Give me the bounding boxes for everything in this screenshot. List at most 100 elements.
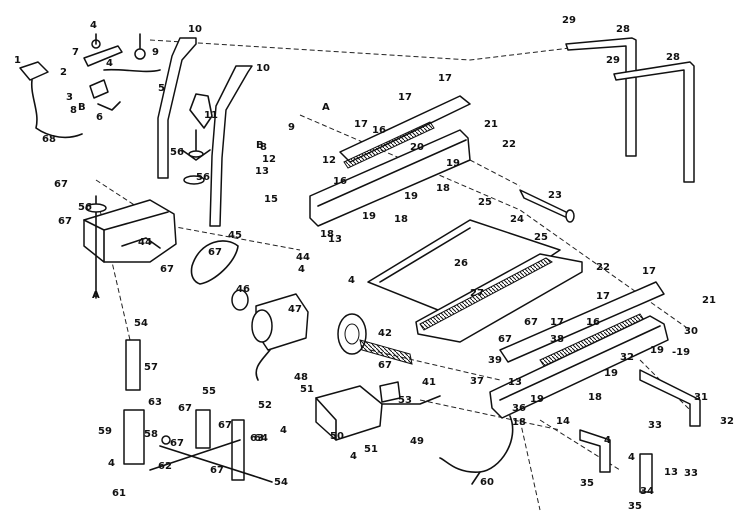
rail-lower [489, 281, 669, 419]
callout-label: 4 [604, 435, 611, 446]
callout-label: 51 [364, 444, 378, 455]
callout-label: 47 [288, 304, 302, 315]
callout-label: 4 [106, 58, 113, 69]
callout-label: 48 [294, 372, 308, 383]
callout-label: 52 [258, 400, 272, 411]
callout-label: 4 [90, 20, 97, 31]
callout-label: B [256, 140, 264, 151]
callout-label: 29 [606, 55, 620, 66]
callout-label: 8 [260, 142, 267, 153]
callout-label: 67 [210, 465, 224, 476]
callout-label: 18 [436, 183, 450, 194]
callout-label: 60 [480, 477, 494, 488]
callout-label: 16 [372, 125, 386, 136]
callout-label: 38 [550, 334, 564, 345]
roller [469, 159, 575, 223]
callout-label: 19 [362, 211, 376, 222]
front-base [123, 339, 273, 483]
callout-label: 4 [350, 451, 357, 462]
callout-label: 23 [548, 190, 562, 201]
callout-label: 33 [684, 468, 698, 479]
callout-label: 18 [588, 392, 602, 403]
callout-label: 15 [264, 194, 278, 205]
callout-label: 67 [54, 179, 68, 190]
callout-label: 31 [694, 392, 708, 403]
callout-label: 13 [255, 166, 269, 177]
callout-label: 24 [510, 214, 524, 225]
callout-label: 67 [170, 438, 184, 449]
callout-label: A [322, 102, 330, 113]
callout-label: 63 [250, 433, 264, 444]
callout-label: 35 [628, 501, 642, 512]
callout-label: 67 [498, 334, 512, 345]
treadmill-deck [367, 219, 583, 343]
callout-label: 16 [333, 176, 347, 187]
callout-label: 68 [42, 134, 56, 145]
callout-label: 4 [108, 458, 115, 469]
callout-label: 21 [702, 295, 716, 306]
callout-label: 22 [502, 139, 516, 150]
callout-label: 13 [508, 377, 522, 388]
drive-belt [190, 240, 239, 285]
callout-label: 36 [512, 403, 526, 414]
callout-label: 19 [530, 394, 544, 405]
callout-label: 63 [148, 397, 162, 408]
callout-label: 50 [330, 431, 344, 442]
callout-label: 9 [288, 122, 295, 133]
callout-label: 17 [438, 73, 452, 84]
callout-label: 67 [58, 216, 72, 227]
callout-label: 29 [562, 15, 576, 26]
callout-label: 22 [596, 262, 610, 273]
callout-label: 44 [296, 252, 310, 263]
callout-label: 55 [202, 386, 216, 397]
callout-label: 12 [322, 155, 336, 166]
callout-label: 17 [398, 92, 412, 103]
callout-label: 34 [640, 486, 654, 497]
callout-label: 56 [170, 147, 184, 158]
callout-label: 14 [556, 416, 570, 427]
callout-label: 56 [196, 172, 210, 183]
callout-label: 21 [484, 119, 498, 130]
callout-label: 33 [648, 420, 662, 431]
callout-label: 7 [72, 47, 79, 58]
callout-label: 4 [628, 452, 635, 463]
callout-label: 49 [410, 436, 424, 447]
callout-label: 13 [328, 234, 342, 245]
callout-label: 17 [642, 266, 656, 277]
callout-label: 4 [298, 264, 305, 275]
callout-label: 17 [550, 317, 564, 328]
callout-label: 53 [398, 395, 412, 406]
callout-label: 32 [720, 416, 734, 427]
callout-label: 26 [454, 258, 468, 269]
callout-label: A [92, 290, 100, 301]
callout-label: 20 [410, 142, 424, 153]
callout-label: 30 [684, 326, 698, 337]
callout-label: 67 [178, 403, 192, 414]
callout-label: 19 [650, 345, 664, 356]
callout-label: 16 [586, 317, 600, 328]
callout-label: 19 [446, 158, 460, 169]
callout-label: 67 [378, 360, 392, 371]
callout-label: 28 [666, 52, 680, 63]
drive-motor [231, 289, 309, 381]
callout-label: 54 [274, 477, 288, 488]
callout-label: 9 [152, 47, 159, 58]
callout-label: 57 [144, 362, 158, 373]
callout-label: 4 [348, 275, 355, 286]
callout-label: 41 [422, 377, 436, 388]
callout-label: 4 [280, 425, 287, 436]
callout-label: 11 [204, 110, 218, 121]
callout-label: 67 [160, 264, 174, 275]
callout-label: 18 [512, 417, 526, 428]
power-cord [439, 415, 514, 485]
callout-label: 19 [604, 368, 618, 379]
callout-label: 25 [478, 197, 492, 208]
callout-label: 67 [208, 247, 222, 258]
callout-label: 46 [236, 284, 250, 295]
callout-label: 8 [70, 105, 77, 116]
callout-label: 67 [218, 420, 232, 431]
callout-label: B [78, 102, 86, 113]
